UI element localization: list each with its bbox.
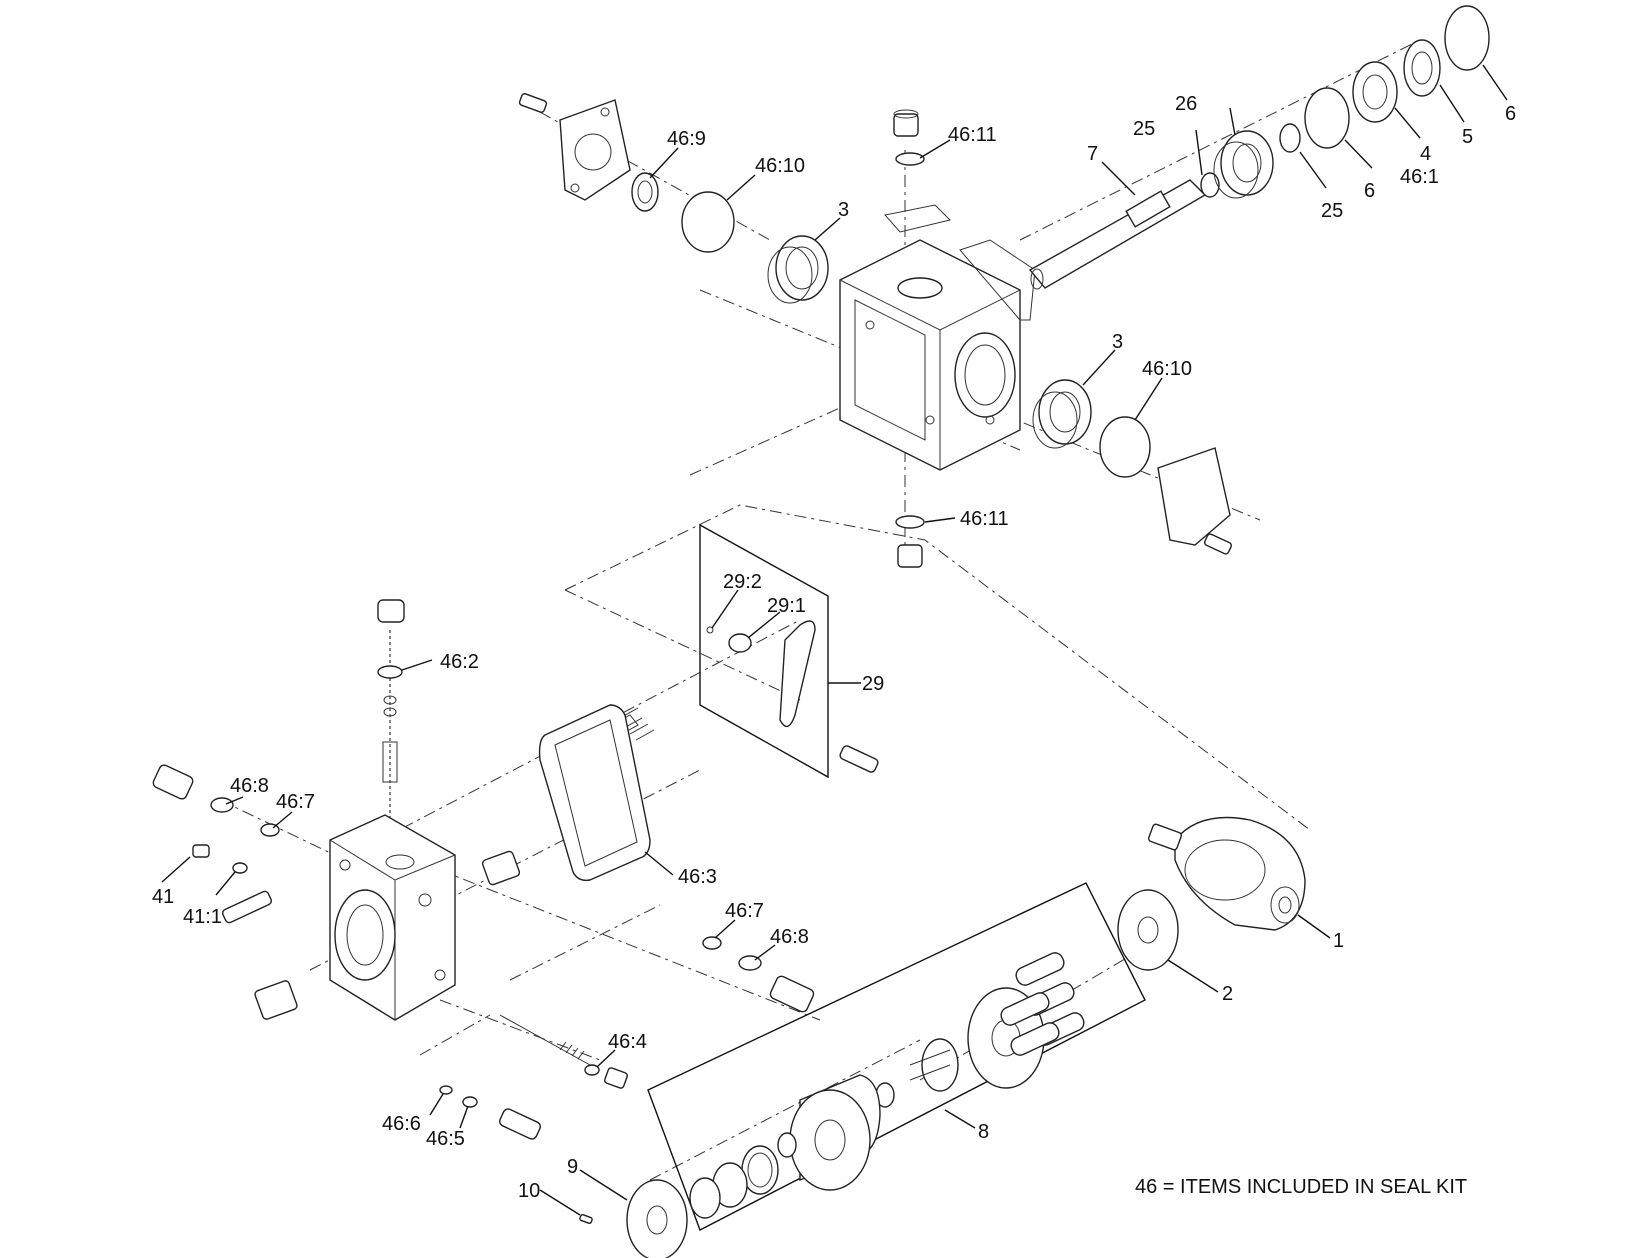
callout-3b: 3 [1112,331,1123,353]
callout-46-10a: 46:10 [755,155,805,177]
charge-valve-46-4 [499,1014,628,1089]
callout-8: 8 [978,1121,989,1143]
seal-4 [1352,61,1398,123]
callout-10: 10 [518,1180,540,1202]
callout-25a: 25 [1321,200,1343,222]
snap-ring-6-a [1304,87,1350,149]
bushing-right [481,850,521,886]
callout-3a: 3 [838,199,849,221]
callout-2: 2 [1222,983,1233,1005]
flange-plate-left [518,93,659,212]
callout-29: 29 [862,673,884,695]
callout-1: 1 [1333,930,1344,952]
swashplate-1 [1147,816,1306,931]
pin-10 [579,1213,593,1225]
callout-29-2: 29:2 [723,571,762,593]
end-cap [329,814,456,1021]
ring-25-b [1279,123,1301,153]
callout-29-1: 29:1 [767,595,806,617]
washer-5 [1403,39,1441,97]
drive-shaft [1028,179,1207,290]
callout-41: 41 [152,886,174,908]
callout-9: 9 [567,1156,578,1178]
callout-46-6: 46:6 [382,1113,421,1135]
callout-7: 7 [1087,143,1098,165]
rotating-kit-8 [647,882,1146,1231]
valve-right-46-8 [702,936,815,1013]
flange-plate-right [1157,447,1233,555]
callout-25b: 25 [1133,118,1155,140]
thrust-plate-2 [1117,889,1179,971]
callout-46-5: 46:5 [426,1128,465,1150]
bearing-3-right [1032,379,1092,449]
oring-46-10-top [681,191,735,253]
ring-25-a [1200,172,1220,198]
leader-lines [161,64,1508,1216]
port-plate-9 [626,1179,688,1258]
plug-top [884,109,951,233]
pump-housing [839,239,1036,471]
callout-26: 26 [1175,93,1197,115]
callout-6a: 6 [1505,103,1516,125]
callout-6b: 6 [1364,180,1375,202]
bearing-3-top [767,235,829,304]
callout-46-4: 46:4 [608,1031,647,1053]
bushing-left [254,980,298,1020]
valve-46-5-46-6 [439,1085,541,1140]
callout-46-7a: 46:7 [276,791,315,813]
callout-46-8a: 46:8 [230,775,269,797]
callout-4: 4 [1420,143,1431,165]
spring-upper [611,707,655,741]
callout-46-11a: 46:11 [948,124,997,146]
callout-5: 5 [1462,126,1473,148]
plug-bottom [895,515,925,568]
gasket-46-3 [538,704,651,882]
callout-46-10b: 46:10 [1142,358,1192,380]
callout-46-2: 46:2 [440,651,479,673]
oring-46-10-right [1099,416,1151,478]
callout-46-9: 46:9 [667,128,706,150]
callout-46-1: 46:1 [1400,166,1439,188]
lever-kit-29 [699,523,879,779]
seal-kit-note: 46 = ITEMS INCLUDED IN SEAL KIT [1135,1176,1467,1198]
callout-46-3: 46:3 [678,866,717,888]
callout-46-11b: 46:11 [960,508,1009,530]
callout-46-7b: 46:7 [725,900,764,922]
callout-46-8b: 46:8 [770,926,809,948]
bearing-26 [1213,130,1274,199]
snap-ring-6-b [1444,5,1490,71]
valve-left-46-8 [152,764,280,837]
callout-labels: 6 5 4 46:1 6 25 26 25 7 46:11 46:9 46:10… [152,93,1516,1202]
bolt-41 [192,844,273,924]
callout-41-1: 41:1 [183,906,222,928]
relief-valve-stack [377,599,405,783]
